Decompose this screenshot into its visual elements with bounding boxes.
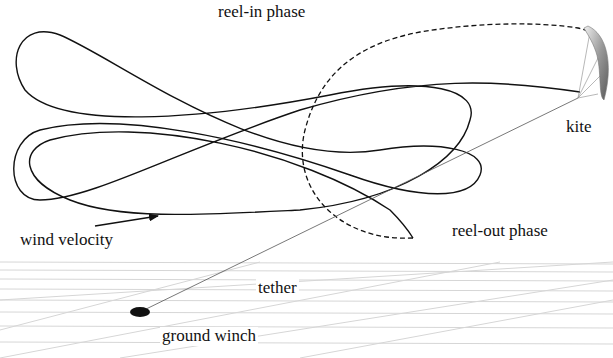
ground-winch [130,307,150,317]
part-label: kite [564,118,594,137]
part-label: tether [256,279,299,298]
phase-label: reel-in phase [216,3,307,22]
part-label: ground winch [160,327,258,346]
wind-label: wind velocity [18,231,115,250]
kite-symbol [578,26,608,100]
wind-arrow [95,216,158,226]
reel-in-path [302,24,596,238]
tether-line [140,98,578,312]
ground-grid [0,262,613,358]
phase-label: reel-out phase [450,222,550,241]
reel-out-path [14,32,580,238]
